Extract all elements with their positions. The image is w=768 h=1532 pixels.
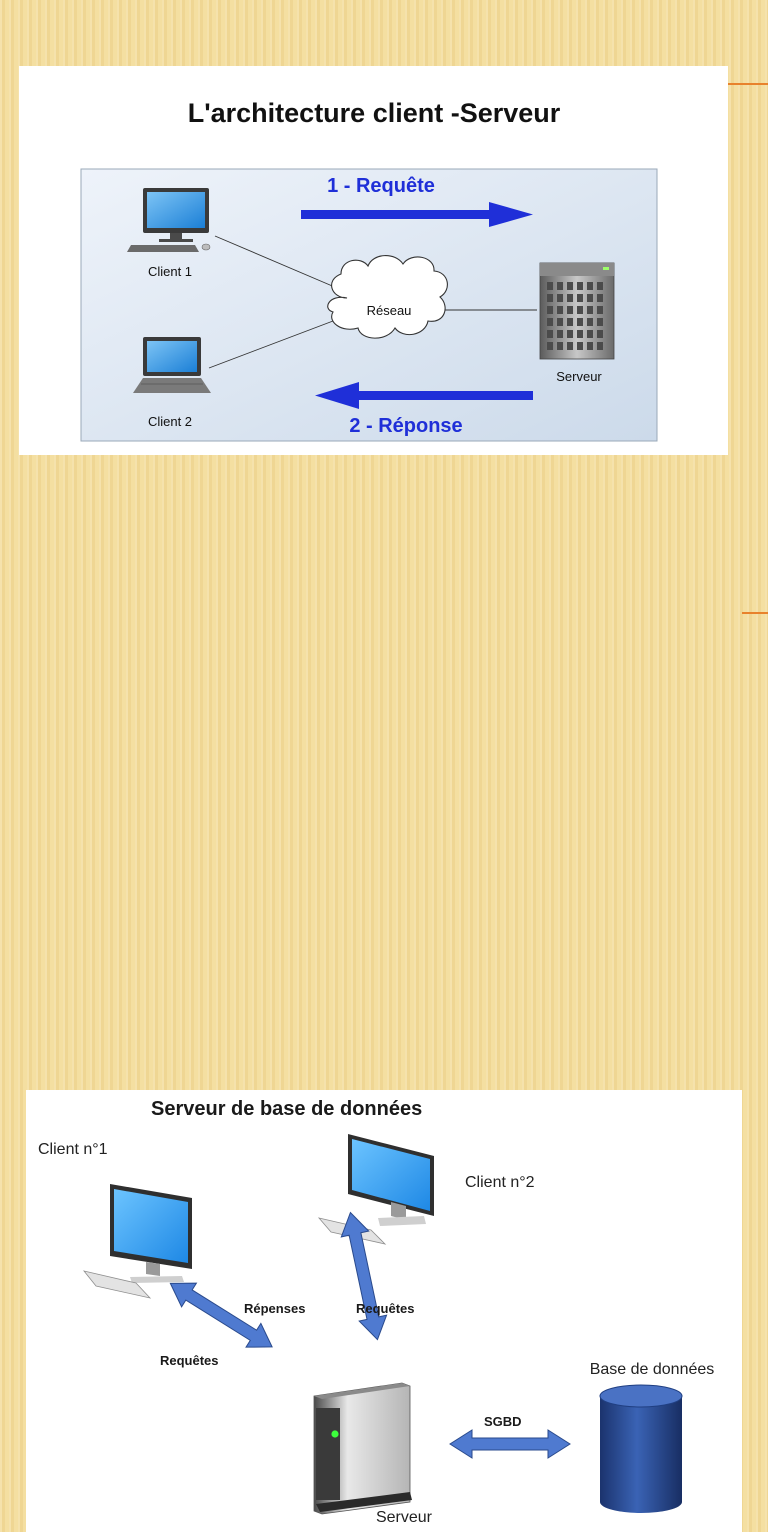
database-server-figure: Serveur de base de données Client n°1 Cl… xyxy=(26,1090,742,1532)
sgbd-label: SGBD xyxy=(484,1414,522,1429)
server-window xyxy=(557,282,563,290)
server-window xyxy=(557,330,563,338)
server-window xyxy=(587,282,593,290)
db-diagram-title: Serveur de base de données xyxy=(151,1098,422,1120)
laptop-icon xyxy=(133,337,211,393)
server-window xyxy=(587,318,593,326)
server-window xyxy=(567,330,573,338)
server-window xyxy=(587,294,593,302)
server-tower-icon xyxy=(539,262,615,360)
server-window xyxy=(547,342,553,350)
database-cylinder-icon xyxy=(599,1384,683,1513)
server-window xyxy=(557,294,563,302)
network-label: Réseau xyxy=(367,303,412,318)
architecture-diagram: L'architecture client -Serveur 1 - Requê… xyxy=(80,98,658,442)
client-server-architecture-figure: L'architecture client -Serveur 1 - Requê… xyxy=(19,66,728,455)
database-label: Base de données xyxy=(590,1361,715,1378)
link-client1-network xyxy=(214,235,338,289)
desktop-computer-icon xyxy=(127,188,211,252)
server-label: Serveur xyxy=(376,1509,433,1526)
server-windows xyxy=(547,282,603,350)
server-window xyxy=(597,294,603,302)
server-window xyxy=(577,282,583,290)
double-arrow-client2-server xyxy=(340,1211,388,1341)
response-label: 2 - Réponse xyxy=(349,415,462,437)
server-window xyxy=(567,306,573,314)
server-window xyxy=(577,330,583,338)
server-window xyxy=(547,282,553,290)
server-window xyxy=(577,318,583,326)
server-window xyxy=(547,330,553,338)
network-cloud-icon xyxy=(327,255,448,339)
requests-label-right: Requêtes xyxy=(356,1301,415,1316)
server-window xyxy=(597,330,603,338)
server-window xyxy=(597,342,603,350)
server-window xyxy=(597,306,603,314)
request-arrow xyxy=(301,202,533,227)
requests-label-left: Requêtes xyxy=(160,1353,219,1368)
responses-label: Répenses xyxy=(244,1301,305,1316)
accent-line-top xyxy=(726,83,768,85)
double-arrow-server-database xyxy=(449,1429,571,1459)
server-window xyxy=(567,342,573,350)
server-window xyxy=(567,282,573,290)
link-client2-network xyxy=(208,320,334,369)
server-window xyxy=(587,342,593,350)
client2-label: Client n°2 xyxy=(465,1174,535,1191)
server-window xyxy=(597,282,603,290)
server-window xyxy=(577,306,583,314)
server-window xyxy=(567,318,573,326)
server-window xyxy=(577,294,583,302)
server-window xyxy=(557,342,563,350)
response-arrow xyxy=(315,382,533,409)
diagram-title: L'architecture client -Serveur xyxy=(188,98,561,128)
accent-line-bottom xyxy=(742,612,768,614)
server-window xyxy=(547,318,553,326)
server-label: Serveur xyxy=(556,369,602,384)
server-window xyxy=(567,294,573,302)
server-window xyxy=(547,306,553,314)
bottom-slide: Serveur de base de données Client n°1 Cl… xyxy=(0,512,768,1532)
server-led-icon xyxy=(331,1430,339,1438)
database-server-diagram: Serveur de base de données Client n°1 Cl… xyxy=(38,1098,715,1526)
client1-label: Client 1 xyxy=(148,264,192,279)
client2-computer-icon xyxy=(317,1134,434,1245)
server-window xyxy=(587,306,593,314)
top-slide: L'architecture client -Serveur 1 - Requê… xyxy=(0,0,768,512)
client1-computer-icon xyxy=(82,1184,192,1299)
server-window xyxy=(597,318,603,326)
server-window xyxy=(547,294,553,302)
request-label: 1 - Requête xyxy=(327,175,435,197)
server-window xyxy=(557,306,563,314)
server-window xyxy=(587,330,593,338)
server-window xyxy=(557,318,563,326)
client2-label: Client 2 xyxy=(148,414,192,429)
client1-label: Client n°1 xyxy=(38,1141,108,1158)
server-window xyxy=(577,342,583,350)
server-tower-icon xyxy=(313,1382,412,1515)
